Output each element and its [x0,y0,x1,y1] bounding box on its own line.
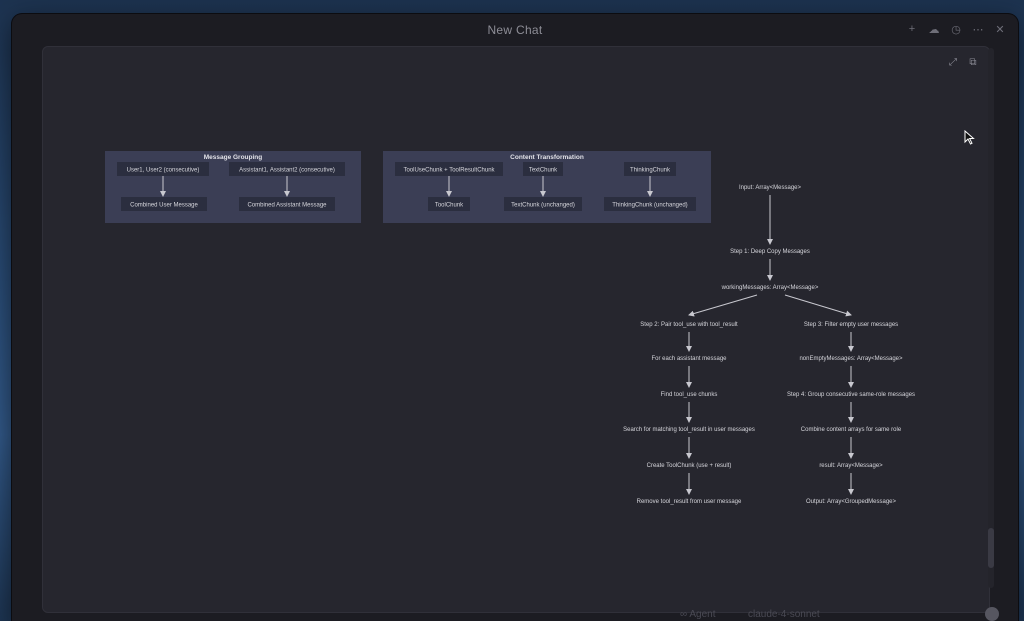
close-icon[interactable]: ✕ [995,24,1005,36]
subgraph-title: Message Grouping [204,154,263,161]
edge-arrow [688,294,758,317]
node-label: ThinkingChunk [630,168,671,174]
node-label: ThinkingChunk (unchanged) [612,203,687,209]
panel-toolbar: ⤢ ⧉ [947,57,979,68]
title-bar: New Chat + ☁ ◷ ⋯ ✕ [12,14,1018,48]
flow-node: Combine content arrays for same role [801,427,902,433]
flow-node: Step 4: Group consecutive same-role mess… [787,392,915,398]
scrollbar[interactable] [988,48,994,588]
flow-node: Step 1: Deep Copy Messages [730,249,810,255]
flow-node: Create ToolChunk (use + result) [647,463,732,469]
flow-node: Find tool_use chunks [661,392,718,398]
send-icon[interactable] [985,607,999,621]
node-label: ToolChunk [435,203,464,209]
flow-node: Remove tool_result from user message [637,499,742,505]
model-selector[interactable]: claude-4-sonnet [748,609,820,620]
subgraph-title: Content Transformation [510,154,584,161]
flow-node: Step 3: Filter empty user messages [804,322,898,328]
composer-bar: ∞ Agent claude-4-sonnet [12,607,1018,621]
agent-mode-selector[interactable]: ∞ Agent [680,609,716,620]
subgraph-message-grouping: Message Grouping User1, User2 (consecuti… [105,151,361,223]
node-label: ToolUseChunk + ToolResultChunk [403,168,495,174]
node-label: Combined Assistant Message [247,203,327,209]
node-label: TextChunk [529,168,558,174]
node-label: Combined User Message [130,203,198,209]
scrollbar-thumb[interactable] [988,528,994,568]
flow-node: Input: Array<Message> [739,185,802,191]
diagram-panel: ⤢ ⧉ Message Grouping User1, User2 (conse… [42,46,990,613]
edge-arrow [784,294,852,317]
more-icon[interactable]: ⋯ [972,24,984,36]
flow-node: For each assistant message [651,356,727,362]
history-icon[interactable]: ◷ [951,24,961,36]
new-chat-icon[interactable]: + [908,23,916,35]
flow-node: result: Array<Message> [819,463,883,469]
subgraph-content-transformation: Content Transformation ToolUseChunk + To… [383,151,711,223]
copy-icon[interactable]: ⧉ [969,57,977,68]
flow-node: workingMessages: Array<Message> [721,285,819,291]
mermaid-diagram: Message Grouping User1, User2 (consecuti… [105,151,915,505]
window-title: New Chat [487,23,543,37]
mouse-cursor-icon [964,130,975,145]
main-flowchart: Input: Array<Message> Step 1: Deep Copy … [623,185,915,505]
expand-icon[interactable]: ⤢ [949,57,957,68]
flow-node: nonEmptyMessages: Array<Message> [799,356,903,362]
flow-node: Search for matching tool_result in user … [623,427,755,433]
node-label: Assistant1, Assistant2 (consecutive) [239,168,335,174]
cloud-icon[interactable]: ☁ [928,24,940,36]
window-controls: + ☁ ◷ ⋯ ✕ [906,23,1006,36]
flow-node: Output: Array<GroupedMessage> [806,499,897,505]
flow-node: Step 2: Pair tool_use with tool_result [640,322,738,328]
node-label: TextChunk (unchanged) [511,203,575,209]
node-label: User1, User2 (consecutive) [127,168,200,174]
chat-window: New Chat + ☁ ◷ ⋯ ✕ ⤢ ⧉ Message Grouping [12,14,1018,621]
